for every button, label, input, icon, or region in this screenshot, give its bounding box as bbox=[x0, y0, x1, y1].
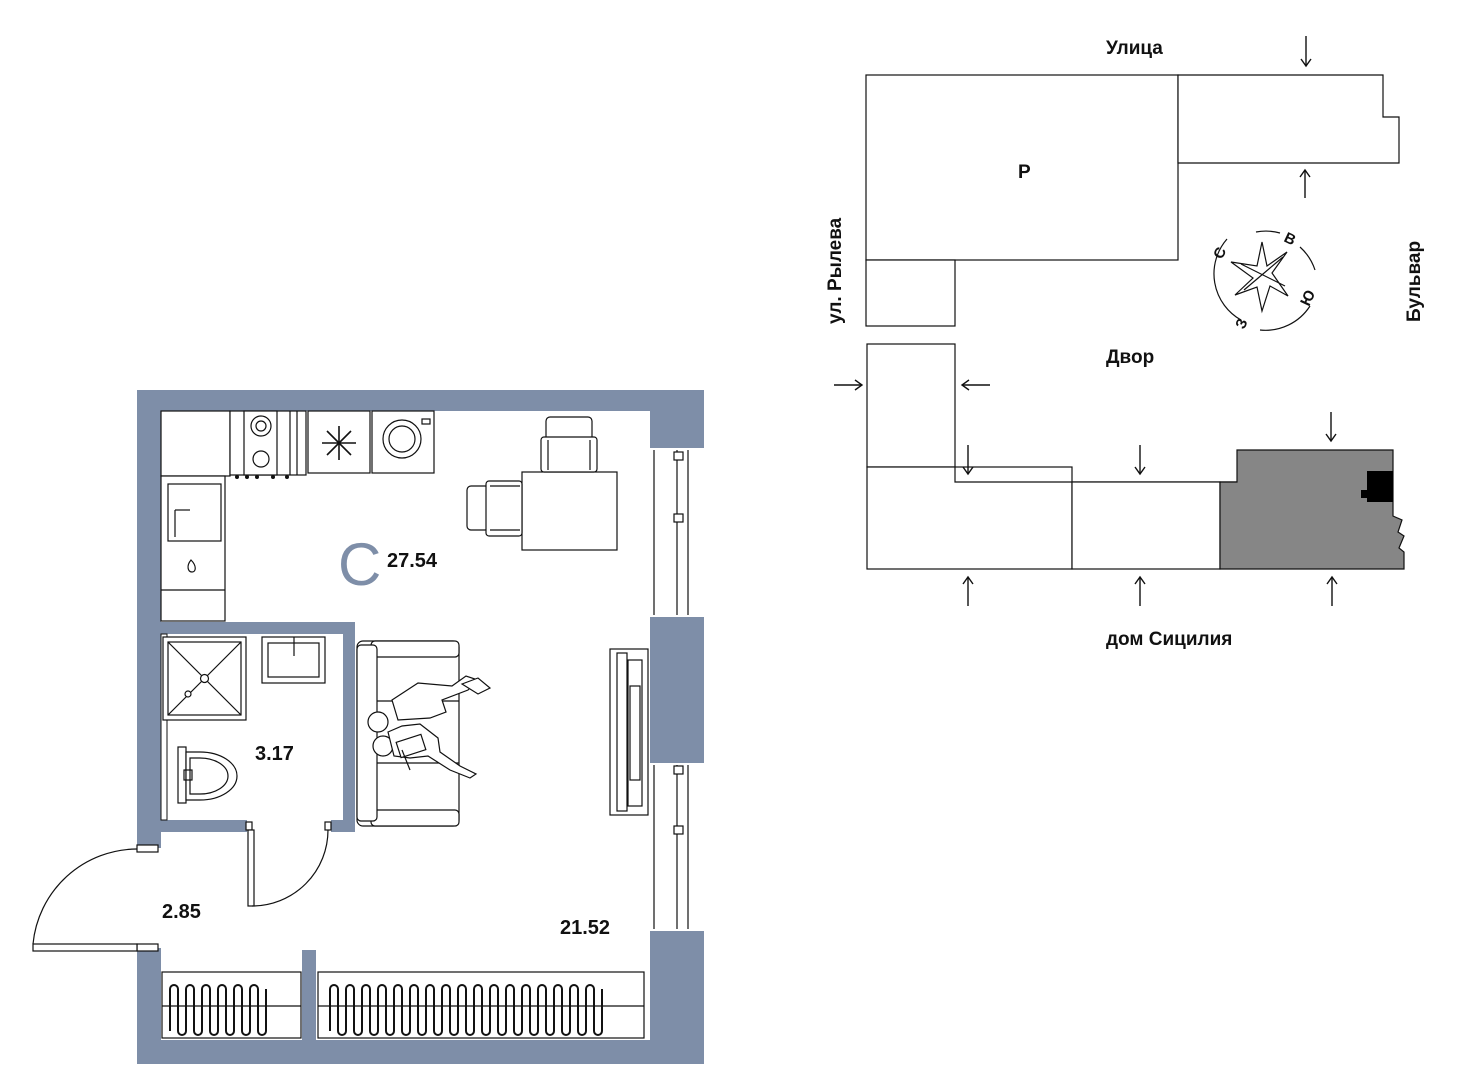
building-south bbox=[866, 343, 1237, 570]
bath-wall-bottom-left bbox=[137, 820, 247, 832]
compass-west: З bbox=[1232, 316, 1251, 332]
yard-label: Двор bbox=[1106, 347, 1154, 368]
bath-wall-top bbox=[137, 622, 355, 634]
apartment-type-letter: С bbox=[338, 531, 381, 598]
compass-icon: С В Ю З bbox=[1210, 229, 1319, 331]
window-frame-lower bbox=[653, 765, 689, 929]
loggia-post bbox=[302, 950, 316, 1040]
people-on-sofa bbox=[367, 675, 492, 779]
shower-tray bbox=[162, 636, 247, 721]
floor-plan: С 27.54 3.17 2.85 21.52 bbox=[32, 390, 704, 1064]
washing-machine bbox=[371, 410, 435, 474]
street-top-label: Улица bbox=[1106, 38, 1163, 59]
total-area: 27.54 bbox=[387, 550, 438, 572]
kitchen-counter bbox=[160, 410, 231, 622]
bathroom-area: 3.17 bbox=[255, 743, 294, 765]
tv-unit bbox=[609, 648, 649, 816]
wash-basin bbox=[261, 636, 326, 684]
selected-section bbox=[1219, 449, 1405, 570]
boulevard-label: Бульвар bbox=[1404, 241, 1425, 322]
unit-marker bbox=[1367, 471, 1393, 502]
bathroom-door bbox=[245, 821, 332, 907]
chair-left bbox=[466, 480, 523, 537]
hall-area: 2.85 bbox=[162, 901, 201, 923]
radiator-left bbox=[161, 971, 302, 1039]
compass-south: Ю bbox=[1297, 287, 1319, 308]
compass-north: С bbox=[1210, 245, 1230, 262]
chair-top bbox=[540, 416, 598, 473]
unit-marker-tab bbox=[1361, 490, 1369, 498]
compass-east: В bbox=[1281, 229, 1298, 249]
bath-inner-lining bbox=[160, 633, 168, 821]
bath-wall-right bbox=[343, 622, 355, 832]
toilet bbox=[177, 746, 238, 804]
wall-pier bbox=[650, 617, 704, 763]
house-bottom-label: дом Сицилия bbox=[1106, 629, 1232, 650]
block-label: Р bbox=[1018, 162, 1031, 183]
entrance-opening bbox=[130, 848, 161, 948]
living-area: 21.52 bbox=[560, 917, 610, 939]
bath-wall-bottom-right bbox=[331, 820, 355, 832]
bath-door-opening bbox=[247, 820, 331, 832]
radiator-right bbox=[317, 971, 645, 1039]
stove bbox=[229, 410, 307, 479]
dining-table bbox=[521, 471, 618, 551]
entrance-door bbox=[32, 844, 159, 952]
fridge bbox=[307, 410, 371, 474]
site-plan: С В Ю З Улица Р ул. Рылева Бульвар Двор … bbox=[825, 36, 1425, 650]
window-frame-upper bbox=[653, 450, 689, 615]
entrance-arrows bbox=[834, 36, 1338, 606]
street-left-label: ул. Рылева bbox=[825, 217, 846, 324]
building-north bbox=[865, 74, 1400, 327]
